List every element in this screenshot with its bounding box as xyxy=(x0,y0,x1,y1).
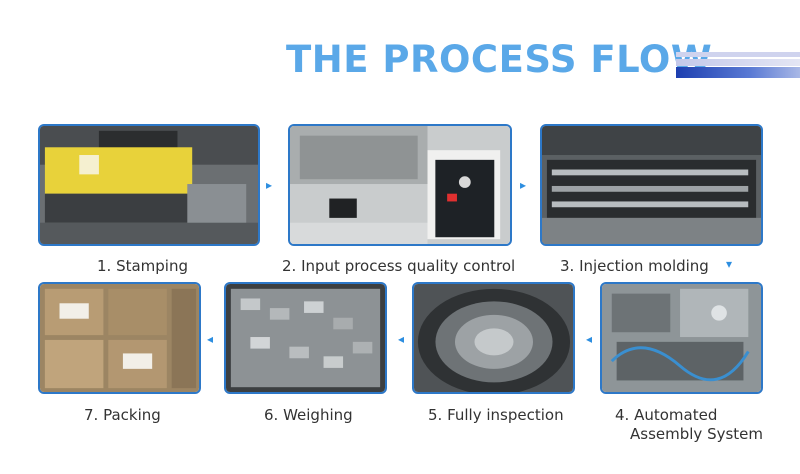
arrow-left-icon: ◂ xyxy=(586,332,593,346)
step-1-photo xyxy=(38,124,260,246)
step-6-label: 6. Weighing xyxy=(264,406,353,424)
arrow-right-icon: ▸ xyxy=(520,178,527,192)
step-4-label-line2: Assembly System xyxy=(630,425,764,443)
arrow-left-icon: ◂ xyxy=(398,332,405,346)
step-7-label: 7. Packing xyxy=(84,406,161,424)
arrow-right-icon: ▸ xyxy=(266,178,273,192)
step-5-label: 5. Fully inspection xyxy=(428,406,564,424)
step-2-label: 2. Input process quality control xyxy=(282,257,516,275)
arrow-down-icon: ▾ xyxy=(726,257,733,271)
step-4-photo xyxy=(600,282,763,394)
step-7-photo xyxy=(38,282,201,394)
arrow-left-icon: ◂ xyxy=(207,332,214,346)
step-5-photo xyxy=(412,282,575,394)
step-4-label-line1: 4. Automated xyxy=(615,406,718,424)
step-1-label: 1. Stamping xyxy=(97,257,189,275)
step-6-photo xyxy=(224,282,387,394)
title-decoration-bar xyxy=(676,52,800,78)
step-3-label: 3. Injection molding xyxy=(560,257,709,275)
step-2-photo xyxy=(288,124,512,246)
step-3-photo xyxy=(540,124,763,246)
page-title: THE PROCESS FLOW xyxy=(286,38,713,81)
